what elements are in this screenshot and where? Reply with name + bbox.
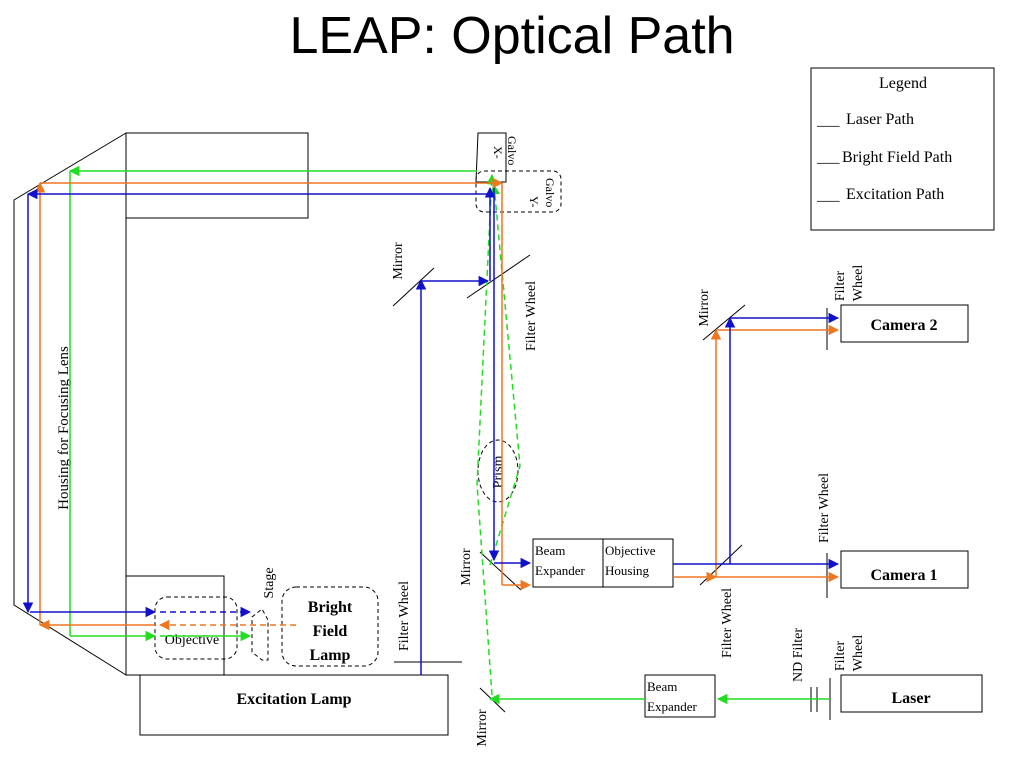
beam-expander-label-2: Expander xyxy=(535,563,585,578)
filter-wheel-cam2-label-2: Wheel xyxy=(851,265,866,302)
filter-wheel-laser-label-1: Filter xyxy=(833,641,848,672)
camera2-label: Camera 2 xyxy=(870,317,937,334)
objective-box xyxy=(154,596,238,660)
filter-wheel-cam2-label-1: Filter xyxy=(833,271,848,302)
bright-field-path xyxy=(34,177,840,631)
legend-laser-line: ___ xyxy=(816,113,840,129)
mirror-beam-mark xyxy=(479,551,522,591)
legend-laser-label: Laser Path xyxy=(846,111,914,128)
camera2-box xyxy=(840,304,969,343)
bright-field-lamp-line3: Lamp xyxy=(310,647,351,664)
camera1-box xyxy=(840,550,969,589)
bright-field-lamp-box xyxy=(281,586,379,667)
mirror-top-left-mark xyxy=(392,267,435,307)
beam-expander-laser-label-2: Expander xyxy=(647,699,697,714)
filter-wheel-left-label: Filter Wheel xyxy=(397,581,412,651)
legend-bright-field-label: Bright Field Path xyxy=(842,149,952,166)
legend: Legend ___ Laser Path ___ Bright Field P… xyxy=(810,67,995,231)
bright-field-lamp-line1: Bright xyxy=(308,599,353,616)
mirror-bottom-label: Mirror xyxy=(475,709,490,747)
x-galvo-label-2: Galvo xyxy=(505,136,519,165)
mirror-right-mark xyxy=(702,304,746,341)
laser-label: Laser xyxy=(891,690,930,707)
laser-box xyxy=(840,674,983,713)
beam-expander-laser-label-1: Beam xyxy=(647,679,677,694)
camera1-label: Camera 1 xyxy=(870,567,937,584)
housing-label: Housing for Focusing Lens xyxy=(56,346,72,510)
legend-excitation-line: ___ xyxy=(816,188,840,204)
filter-wheel-lower-mark xyxy=(699,544,743,586)
objective-housing-label-1: Objective xyxy=(605,543,656,558)
y-galvo-box xyxy=(475,170,562,213)
mirror-top-left-label: Mirror xyxy=(391,242,406,280)
objective-housing-label-2: Housing xyxy=(605,563,650,578)
x-galvo-label-1: X- xyxy=(491,146,505,159)
filter-wheel-center-mark xyxy=(466,254,531,299)
slide-title: LEAP: Optical Path xyxy=(289,7,735,65)
beam-expander-label-1: Beam xyxy=(535,543,565,558)
legend-excitation-label: Excitation Path xyxy=(846,186,944,203)
excitation-path xyxy=(22,186,840,675)
y-galvo-label-2: Galvo xyxy=(543,178,557,207)
legend-bright-field-line: ___ xyxy=(816,150,840,166)
stage-shape xyxy=(251,608,269,661)
legend-heading: Legend xyxy=(879,75,927,92)
beam-expander-box xyxy=(532,538,604,588)
beam-expander-laser-box xyxy=(644,674,716,718)
filter-wheel-laser-label-2: Wheel xyxy=(851,635,866,672)
x-galvo-box xyxy=(475,132,507,183)
stage-label: Stage xyxy=(262,567,277,598)
filter-wheel-center-label: Filter Wheel xyxy=(524,281,539,351)
bright-field-lamp-line2: Field xyxy=(313,623,348,640)
objective-housing-box xyxy=(602,538,674,588)
mirror-beam-label: Mirror xyxy=(459,548,474,586)
filter-wheel-lower-label: Filter Wheel xyxy=(720,588,735,658)
mirror-right-label: Mirror xyxy=(697,289,712,327)
excitation-lamp-box xyxy=(139,674,449,736)
filter-wheel-cam1-label: Filter Wheel xyxy=(817,473,832,543)
y-galvo-label-1: Y- xyxy=(527,196,541,207)
nd-filter-label: ND Filter xyxy=(791,628,806,682)
excitation-lamp-label: Excitation Lamp xyxy=(236,691,351,708)
